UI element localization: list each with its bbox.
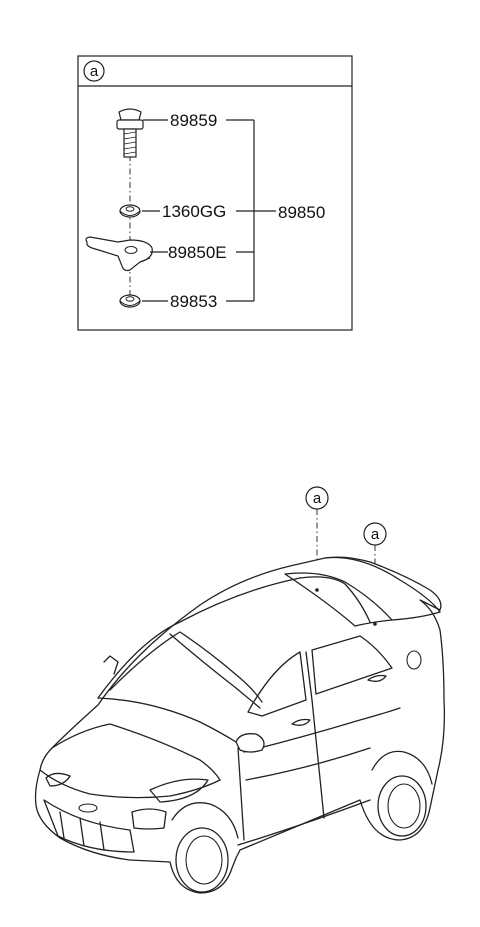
vehicle-illustration: a a: [34, 486, 446, 894]
svg-text:a: a: [313, 490, 322, 507]
svg-text:a: a: [90, 63, 99, 80]
detail-callout: a: [83, 60, 105, 82]
ground-terminal-89850e: [85, 236, 153, 272]
part-number-1360gg: 1360GG: [162, 202, 226, 221]
svg-text:a: a: [371, 526, 380, 543]
detail-box: a: [77, 55, 353, 331]
vehicle-callout-1: a: [305, 486, 329, 510]
assembly-number: 89850: [278, 203, 325, 222]
vehicle-callout-2: a: [363, 522, 387, 546]
washer-89853: [119, 294, 141, 308]
part-number-89859: 89859: [170, 111, 217, 130]
washer-1360gg: [119, 204, 141, 218]
part-number-89853: 89853: [170, 292, 217, 311]
bolt-89859: [116, 108, 144, 158]
part-number-89850e: 89850E: [168, 243, 227, 262]
